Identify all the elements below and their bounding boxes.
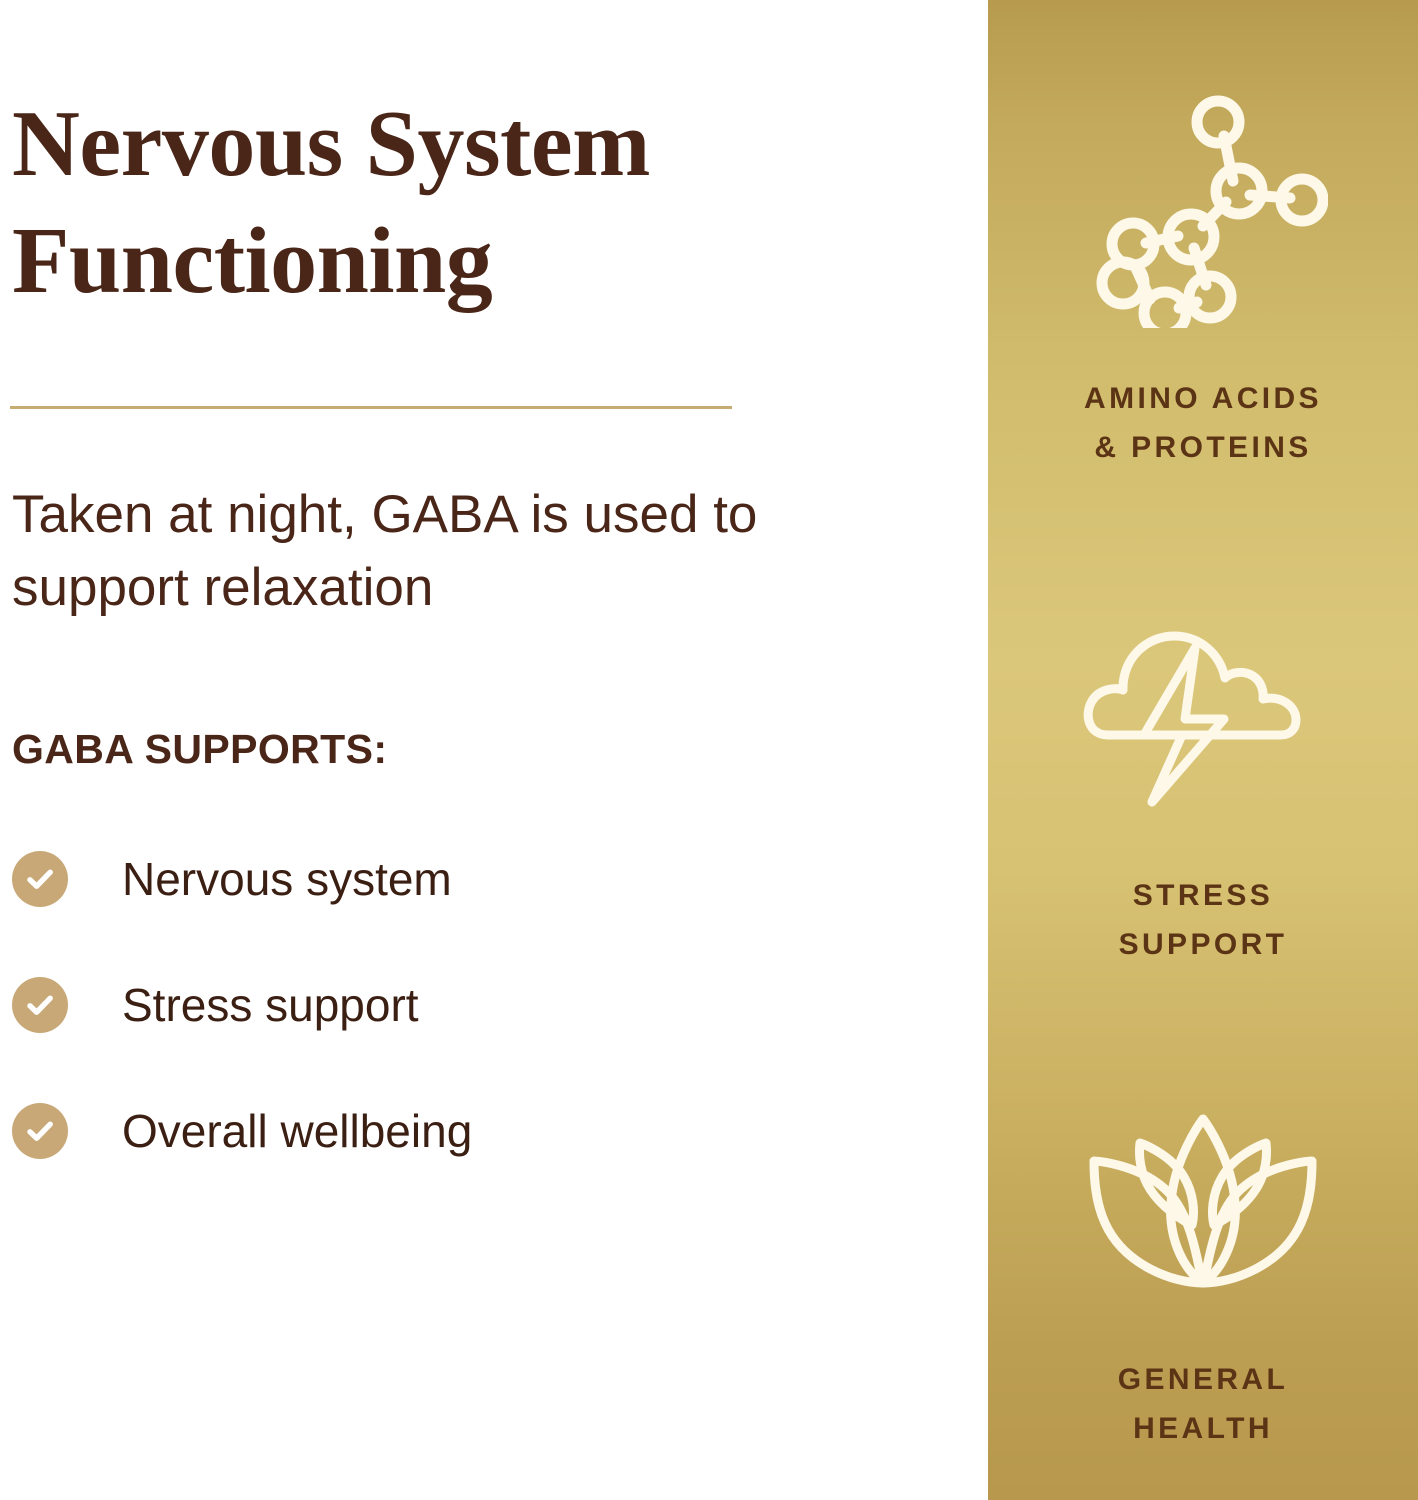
left-content-column: Nervous System Functioning Taken at nigh… <box>10 92 758 1162</box>
check-icon <box>12 1103 68 1159</box>
molecule-icon <box>1078 78 1329 340</box>
list-item-label: Stress support <box>122 979 419 1031</box>
supports-list: Nervous system Stress support Overall we… <box>12 848 712 1162</box>
supports-heading: GABA SUPPORTS: <box>12 726 388 772</box>
benefit-badge-general-health: GENERAL HEALTH <box>988 1105 1418 1453</box>
benefits-gold-panel: AMINO ACIDS & PROTEINS STRESS SUPPORT <box>988 0 1418 1500</box>
list-item-label: Nervous system <box>122 853 452 905</box>
storm-cloud-icon <box>1078 602 1328 822</box>
lotus-flower-icon <box>1078 1105 1328 1310</box>
benefit-badge-label: GENERAL HEALTH <box>1117 1363 1289 1445</box>
title-divider <box>10 406 732 409</box>
check-icon <box>12 977 68 1033</box>
list-item: Overall wellbeing <box>12 1100 712 1162</box>
benefit-badge-amino-acids: AMINO ACIDS & PROTEINS <box>988 78 1418 472</box>
benefit-badge-label: AMINO ACIDS & PROTEINS <box>1084 382 1322 464</box>
subheadline-text: Taken at night, GABA is used to support … <box>12 485 758 618</box>
list-item-label: Overall wellbeing <box>122 1105 473 1157</box>
benefit-badge-label: STRESS SUPPORT <box>1118 879 1288 961</box>
check-icon <box>12 851 68 907</box>
page-title: Nervous System Functioning <box>12 92 650 313</box>
list-item: Nervous system <box>12 848 712 910</box>
benefit-badge-stress-support: STRESS SUPPORT <box>988 602 1418 969</box>
list-item: Stress support <box>12 974 712 1036</box>
